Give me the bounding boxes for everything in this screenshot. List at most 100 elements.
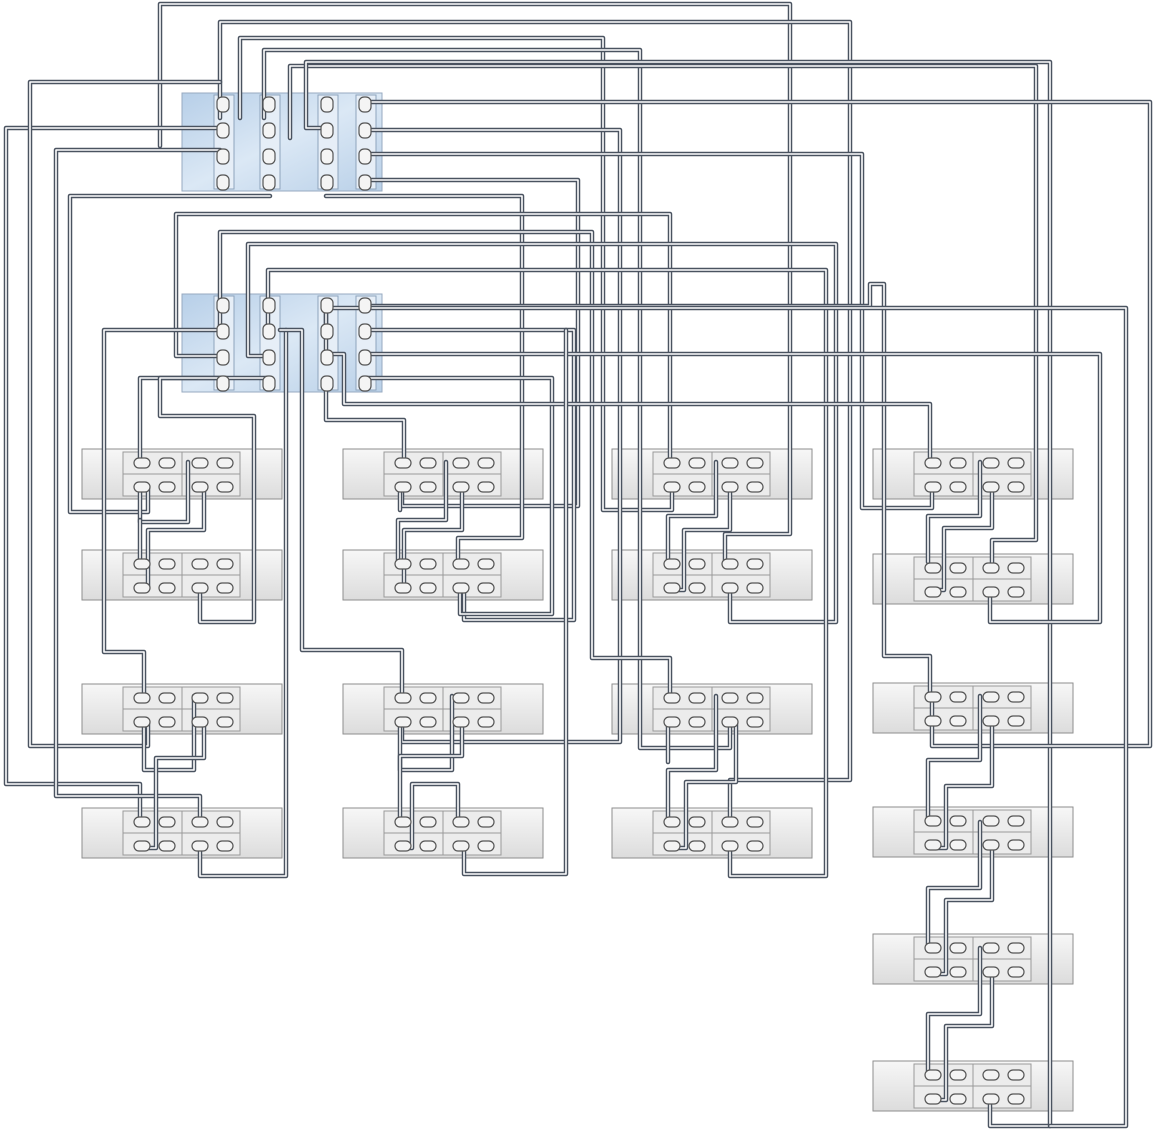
- controller-port: [216, 174, 230, 191]
- cable: [925, 459, 983, 565]
- controller-port: [358, 148, 372, 165]
- shelf-port: [982, 1069, 1000, 1081]
- shelf-port: [477, 558, 495, 570]
- controller-port: [216, 297, 230, 314]
- cable: [237, 35, 675, 513]
- shelf-port: [982, 966, 1000, 978]
- shelf-port: [949, 562, 967, 574]
- shelf-port: [924, 966, 942, 978]
- shelf-port: [982, 1093, 1000, 1105]
- cable: [323, 375, 407, 465]
- shelf-port: [191, 481, 209, 493]
- shelf-port: [1007, 815, 1025, 827]
- cables-layer: [3, 1, 1153, 1129]
- cable-inner: [363, 153, 933, 509]
- disk-shelf: [342, 448, 544, 500]
- shelf-port: [158, 840, 176, 852]
- shelf-port: [394, 558, 412, 570]
- shelf-port: [721, 716, 739, 728]
- cable: [141, 693, 197, 773]
- cable: [323, 351, 933, 465]
- cable-inner: [143, 695, 195, 771]
- shelf-port: [688, 692, 706, 704]
- controller-port: [262, 297, 276, 314]
- shelf-port: [1007, 966, 1025, 978]
- shelf-port: [982, 715, 1000, 727]
- shelf-port: [452, 840, 470, 852]
- shelf-port: [924, 691, 942, 703]
- shelf-port: [924, 562, 942, 574]
- cable: [397, 719, 465, 825]
- shelf-port: [663, 558, 681, 570]
- cable-inner: [247, 243, 837, 623]
- shelf-port: [394, 816, 412, 828]
- cable-outer: [361, 99, 1153, 749]
- disk-shelf: [81, 807, 283, 859]
- shelf-port: [924, 942, 942, 954]
- shelf-port: [419, 840, 437, 852]
- shelf-port: [721, 840, 739, 852]
- shelf-port: [721, 816, 739, 828]
- shelf-port: [419, 692, 437, 704]
- shelf-port: [949, 839, 967, 851]
- shelf-port: [419, 457, 437, 469]
- shelf-port: [924, 839, 942, 851]
- shelf-port: [663, 840, 681, 852]
- shelf-port: [1007, 586, 1025, 598]
- shelf-port: [452, 457, 470, 469]
- cable-inner: [363, 377, 553, 615]
- cable-outer: [323, 351, 933, 465]
- shelf-port: [1007, 562, 1025, 574]
- cable: [197, 327, 289, 879]
- shelf-port: [158, 692, 176, 704]
- shelf-port: [191, 692, 209, 704]
- cable: [27, 79, 223, 749]
- cable: [303, 59, 1053, 1129]
- shelf-port: [133, 582, 151, 594]
- controller-port: [320, 323, 334, 340]
- cable-inner: [279, 329, 403, 697]
- cable: [925, 693, 983, 825]
- cable-inner: [927, 821, 981, 949]
- cable: [925, 819, 983, 951]
- shelf-port: [158, 558, 176, 570]
- cable: [287, 63, 1039, 569]
- cable-inner: [325, 377, 405, 463]
- controller-port: [358, 349, 372, 366]
- cable-inner: [363, 101, 1151, 747]
- cable: [137, 719, 207, 851]
- shelf-port: [191, 558, 209, 570]
- shelf-port: [949, 691, 967, 703]
- cable-inner: [397, 461, 447, 563]
- controller-port: [216, 349, 230, 366]
- cable-inner: [199, 329, 287, 877]
- shelf-port: [721, 457, 739, 469]
- cable-inner: [363, 329, 575, 621]
- shelf-port: [746, 558, 764, 570]
- shelf-port: [746, 481, 764, 493]
- shelf-port: [394, 481, 412, 493]
- shelf-port: [191, 816, 209, 828]
- shelf-port: [982, 457, 1000, 469]
- shelf-port: [663, 481, 681, 493]
- shelf-port: [721, 692, 739, 704]
- shelf-port: [721, 481, 739, 493]
- cable-inner: [667, 695, 717, 823]
- disk-shelf: [81, 683, 283, 735]
- cable: [361, 99, 1153, 749]
- cable-inner: [671, 721, 737, 849]
- shelf-port: [452, 582, 470, 594]
- shelf-port: [982, 691, 1000, 703]
- shelf-port: [394, 692, 412, 704]
- controller-port: [262, 323, 276, 340]
- shelf-port: [1007, 839, 1025, 851]
- shelf-port: [477, 582, 495, 594]
- cable: [137, 459, 191, 525]
- shelf-port: [982, 562, 1000, 574]
- shelf-port: [133, 481, 151, 493]
- shelf-port: [133, 840, 151, 852]
- controller-port: [320, 174, 334, 191]
- shelf-port: [663, 582, 681, 594]
- cable-inner: [263, 49, 731, 749]
